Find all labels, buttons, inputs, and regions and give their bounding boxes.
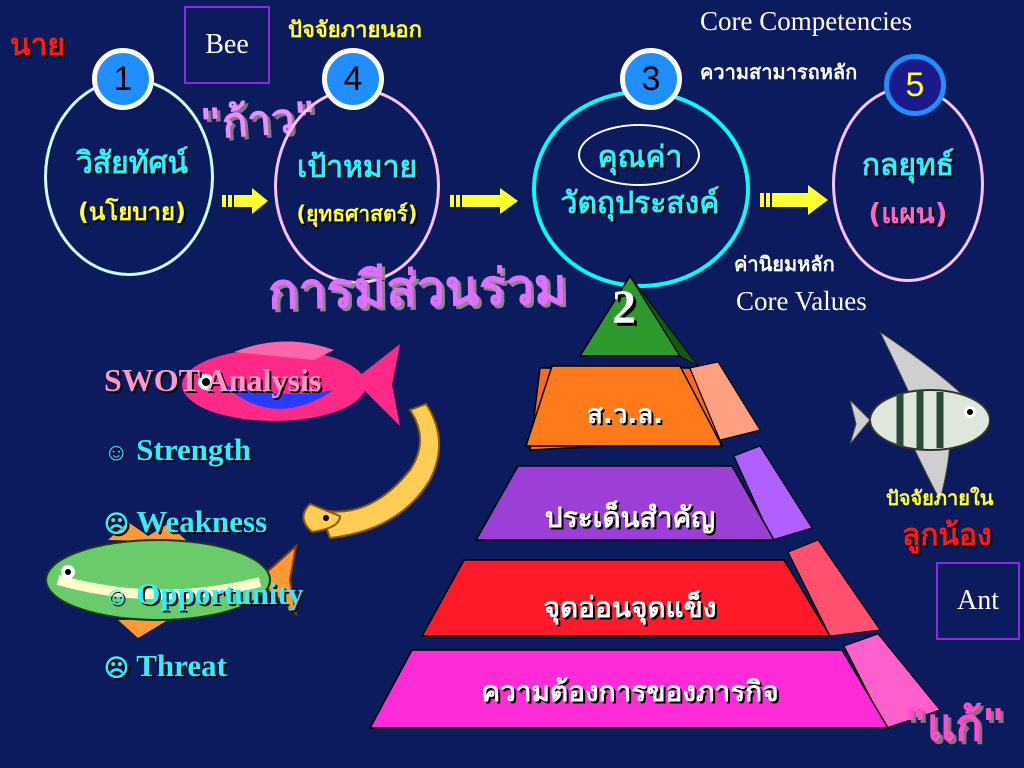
pyramid-level-3-label: จุดอ่อนจุดแข็ง bbox=[543, 591, 717, 624]
core-values-en: Core Values bbox=[736, 286, 867, 316]
pyramid-level-1-label: ส.ว.ล. bbox=[586, 400, 664, 430]
swot-weakness-text: Weakness bbox=[136, 504, 268, 539]
arrow-2-icon bbox=[450, 188, 518, 214]
badge-4: 4 bbox=[322, 48, 384, 110]
badge-3: 3 bbox=[620, 48, 682, 110]
badge-1: 1 bbox=[92, 48, 154, 110]
vision-text: วิสัยทัศน์ bbox=[75, 146, 189, 181]
top-left-label: นาย bbox=[10, 28, 65, 63]
external-factors-label: ปัจจัยภายนอก bbox=[288, 18, 422, 43]
arrow-3-icon bbox=[760, 185, 828, 215]
pink-fish-icon bbox=[182, 341, 400, 426]
arrow-1-icon bbox=[222, 188, 268, 214]
value-text: คุณค่า bbox=[597, 140, 683, 175]
pyramid-level-4 bbox=[368, 649, 890, 729]
yellow-fish-icon bbox=[302, 402, 440, 540]
ant-box: Ant bbox=[936, 562, 1020, 640]
core-competencies-en: Core Competencies bbox=[700, 6, 913, 36]
pyramid bbox=[368, 274, 941, 729]
badge-5: 5 bbox=[884, 54, 946, 116]
strategy-subtext: (แผน) bbox=[868, 197, 948, 230]
angelfish-icon bbox=[850, 332, 990, 502]
pyramid-level-3 bbox=[420, 559, 832, 637]
value-inner-ellipse bbox=[578, 124, 700, 186]
swot-threat: ☹ Threat bbox=[104, 648, 227, 684]
swot-strength: ☺ Strength bbox=[104, 432, 251, 468]
frown-icon: ☹ bbox=[104, 512, 130, 538]
smile-icon: ☺ bbox=[104, 584, 129, 610]
pyramid-level-4-label: ความต้องการของภารกิจ bbox=[481, 675, 779, 708]
core-competencies-th: ความสามารถหลัก bbox=[700, 60, 858, 84]
internal-factors-label: ปัจจัยภายใน bbox=[886, 486, 994, 510]
swot-title: SWOT Analysis bbox=[104, 362, 322, 398]
strategy-text: กลยุทธ์ bbox=[861, 148, 955, 183]
objective-text: วัตถุประสงค์ bbox=[560, 186, 720, 221]
green-fish-icon bbox=[45, 522, 298, 638]
bee-box: Bee bbox=[184, 6, 270, 84]
pyramid-level-2-label: ประเด็นสำคัญ bbox=[544, 501, 716, 534]
subordinates-label: ลูกน้อง bbox=[902, 518, 992, 553]
frown-icon: ☹ bbox=[104, 656, 130, 682]
fix-word: "แก้" bbox=[904, 700, 1005, 751]
pyramid-top-number: 2 bbox=[612, 281, 636, 334]
vision-subtext: (นโยบาย) bbox=[77, 198, 187, 226]
goal-text: เป้าหมาย bbox=[296, 150, 418, 185]
bee-label: Bee bbox=[205, 29, 249, 60]
swot-weakness: ☹ Weakness bbox=[104, 504, 267, 540]
swot-strength-text: Strength bbox=[136, 432, 252, 467]
ant-label: Ant bbox=[957, 585, 999, 616]
core-values-th: ค่านิยมหลัก bbox=[734, 252, 835, 276]
pyramid-level-1 bbox=[524, 365, 724, 447]
pyramid-level-2 bbox=[474, 465, 776, 541]
swot-threat-text: Threat bbox=[136, 648, 227, 683]
goal-subtext: (ยุทธศาสตร์) bbox=[296, 202, 418, 226]
swot-opportunity-text: Opportunity bbox=[136, 576, 304, 611]
swot-opportunity: ☺ Opportunity bbox=[104, 576, 303, 612]
smile-icon: ☺ bbox=[104, 440, 129, 466]
